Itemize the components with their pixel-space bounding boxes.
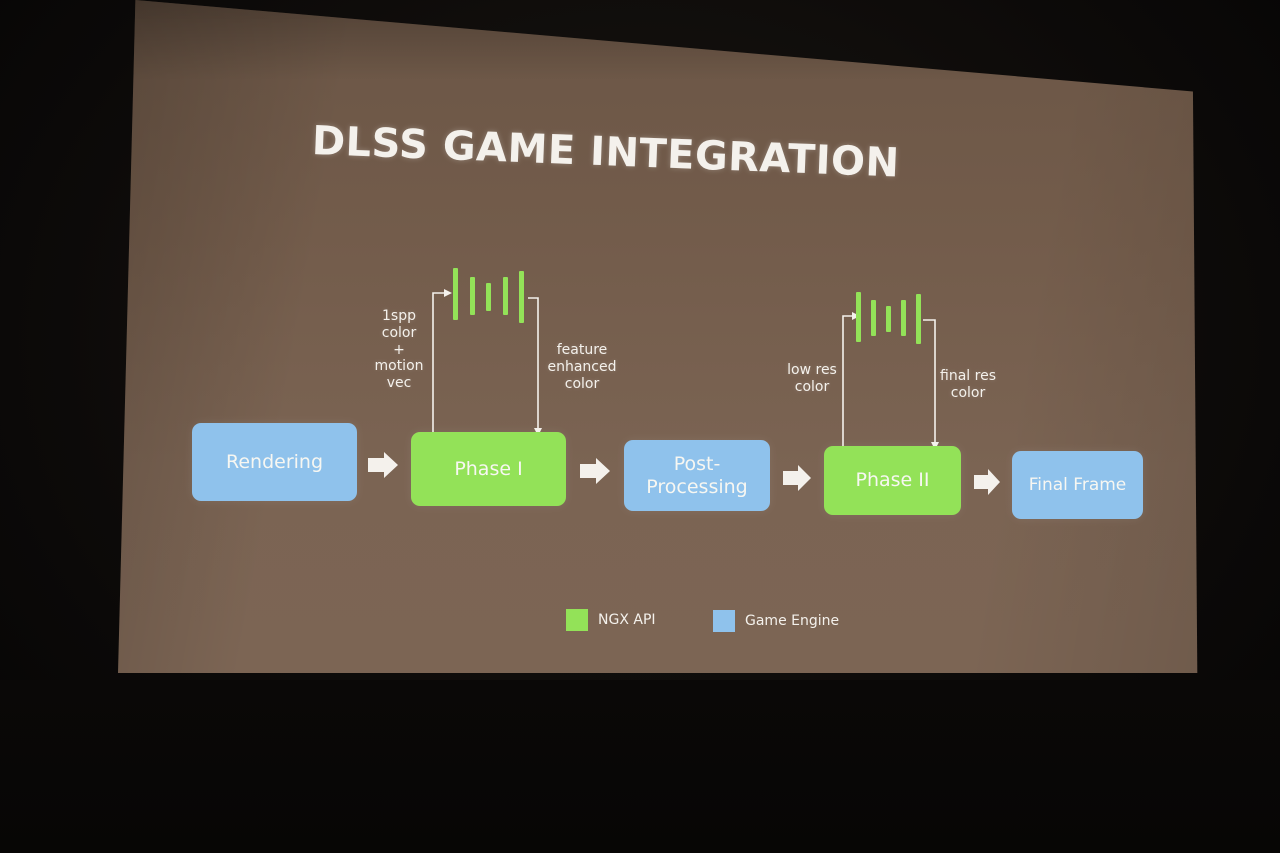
phase2-input-label: low res color bbox=[782, 362, 842, 396]
legend-ngx-label: NGX API bbox=[598, 612, 656, 628]
final-frame-block: Final Frame bbox=[1012, 451, 1143, 519]
rendering-label: Rendering bbox=[226, 451, 323, 474]
phase1-output-line bbox=[528, 298, 538, 432]
post-processing-block: Post- Processing bbox=[624, 440, 770, 511]
legend-ngx-swatch bbox=[566, 609, 588, 631]
phase1-block: Phase I bbox=[411, 432, 566, 506]
phase1-input-label: 1spp color + motion vec bbox=[368, 308, 430, 392]
neural-network-icon bbox=[453, 268, 524, 323]
phase1-label: Phase I bbox=[454, 458, 522, 481]
right-arrow-icon bbox=[974, 469, 1000, 495]
legend-engine-swatch bbox=[713, 610, 735, 632]
neural-network-icon bbox=[856, 292, 921, 344]
phase2-label: Phase II bbox=[856, 469, 930, 492]
right-arrow-icon bbox=[783, 465, 811, 491]
legend-engine-label: Game Engine bbox=[745, 613, 839, 629]
phase2-block: Phase II bbox=[824, 446, 961, 515]
final-frame-label: Final Frame bbox=[1029, 475, 1127, 495]
rendering-block: Rendering bbox=[192, 423, 357, 501]
phase2-output-line bbox=[923, 320, 935, 446]
phase2-output-label: final res color bbox=[936, 368, 1000, 402]
right-arrow-icon bbox=[368, 452, 398, 478]
post-processing-label: Post- Processing bbox=[646, 453, 747, 499]
phase2-input-line bbox=[843, 316, 856, 446]
phase1-output-label: feature enhanced color bbox=[544, 342, 620, 392]
phase1-input-line bbox=[433, 293, 448, 432]
right-arrow-icon bbox=[580, 458, 610, 484]
